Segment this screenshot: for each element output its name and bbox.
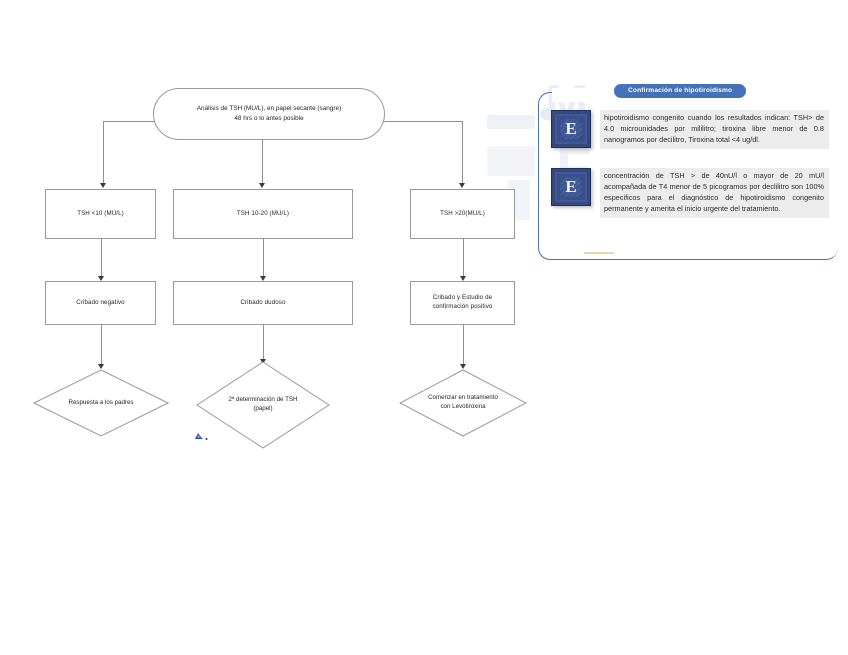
arrow-to-result-2 (260, 276, 266, 281)
arrow-to-result-1 (98, 276, 104, 281)
connector-result3-to-action3 (463, 325, 464, 367)
info-panel-title-pill: Confirmación de hipotiroidismo (614, 84, 747, 98)
flow-node-result-negative-label: Cribado negativo (76, 298, 125, 306)
flow-node-result-doubtful-label: Cribado dudoso (240, 298, 286, 306)
flow-node-result-doubtful[interactable]: Cribado dudoso (173, 281, 353, 325)
info-entry-1[interactable]: E hipotiroidismo congenito cuando los re… (551, 110, 829, 149)
info-panel-underline-accent (584, 252, 614, 254)
arrow-to-box-2 (259, 183, 265, 188)
flow-node-tsh-low[interactable]: TSH <10 (MU/L) (45, 189, 156, 239)
diamond-shape-2 (196, 361, 330, 449)
flow-start-line2: 48 hrs o lo antes posible (234, 115, 304, 122)
flow-node-result-positive-line2: confirmación positivo (432, 303, 493, 310)
flow-start-line1: Análisis de TSH (MU/L), en papel secante… (196, 105, 342, 113)
evidence-badge-icon-1: E (551, 110, 591, 148)
info-entry-2-text: concentración de TSH > de 40nU/l o mayor… (600, 168, 829, 218)
flow-node-action-second-test[interactable]: 2ª determinación de TSH (papel) (196, 361, 330, 449)
arrow-to-box-3 (459, 183, 465, 188)
flow-node-action-levothyroxine[interactable]: Comenzar en tratamiento con Levotiroxina (399, 369, 527, 437)
connector-box3-to-result3 (463, 239, 464, 279)
connector-box2-to-result2 (263, 239, 264, 279)
flow-node-result-negative[interactable]: Cribado negativo (45, 281, 156, 325)
connector-down-branch-1 (103, 121, 104, 185)
info-entry-2[interactable]: E concentración de TSH > de 40nU/l o may… (551, 168, 829, 218)
diamond-shape-3 (399, 369, 527, 437)
flow-node-result-positive-line1: Cribado y Estudio de (432, 294, 493, 302)
flow-node-tsh-high-label: TSH >20(MU/L) (440, 209, 485, 217)
connector-result2-to-action2 (263, 325, 264, 362)
info-entry-1-text: hipotiroidismo congenito cuando los resu… (600, 110, 829, 149)
flow-node-action-parents[interactable]: Respuesta a los padres (33, 369, 169, 437)
evidence-badge-icon-2: E (551, 168, 591, 206)
connector-down-branch-3 (462, 121, 463, 185)
connector-start-right (383, 121, 462, 122)
flow-node-result-positive[interactable]: Cribado y Estudio de confirmación positi… (410, 281, 515, 325)
flowchart-diagram: Análisis de TSH (MU/L), en papel secante… (0, 0, 540, 470)
flow-node-start[interactable]: Análisis de TSH (MU/L), en papel secante… (153, 88, 385, 140)
ink-smudge-artifact (195, 433, 208, 440)
connector-down-branch-2 (262, 140, 263, 185)
info-panel: Confirmación de hipotiroidismo E hipotir… (538, 84, 838, 260)
connector-result1-to-action1 (101, 325, 102, 367)
arrow-to-result-3 (460, 276, 466, 281)
diamond-shape-1 (33, 369, 169, 437)
arrow-to-action-1 (98, 364, 104, 369)
connector-box1-to-result1 (101, 239, 102, 279)
flow-node-tsh-high[interactable]: TSH >20(MU/L) (410, 189, 515, 239)
arrow-to-box-1 (100, 183, 106, 188)
flow-node-tsh-mid-label: TSH 10-20 (MU/L) (236, 209, 290, 217)
arrow-to-action-3 (460, 364, 466, 369)
connector-start-left (103, 121, 155, 122)
flow-node-tsh-low-label: TSH <10 (MU/L) (77, 209, 124, 217)
flow-node-tsh-mid[interactable]: TSH 10-20 (MU/L) (173, 189, 353, 239)
